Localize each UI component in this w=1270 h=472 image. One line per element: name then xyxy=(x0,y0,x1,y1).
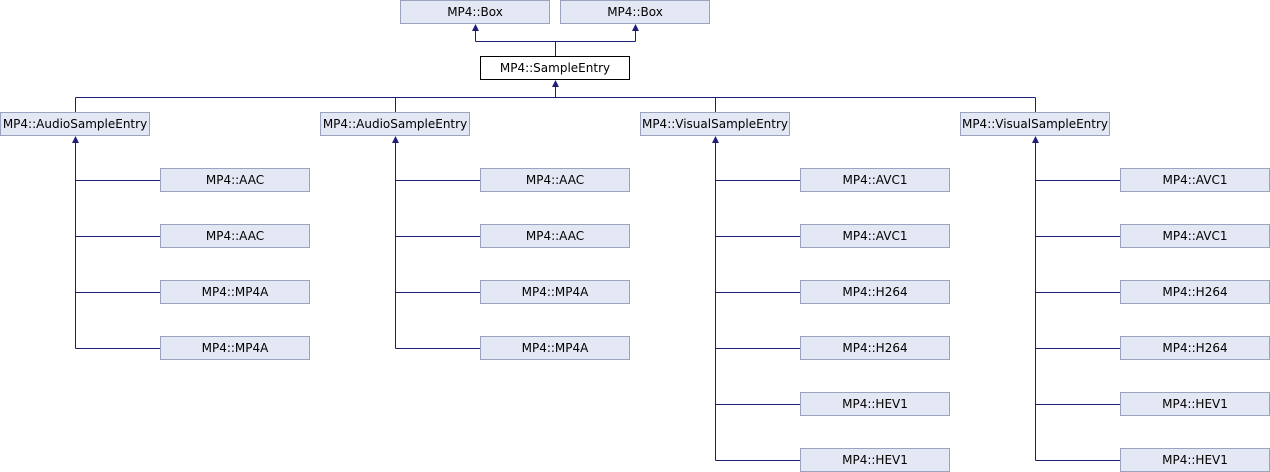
node-avc1[interactable]: MP4::AVC1 xyxy=(1120,168,1270,192)
node-hev1[interactable]: MP4::HEV1 xyxy=(800,392,950,416)
arrow-audio-2 xyxy=(392,136,399,143)
arrow-visual-1 xyxy=(712,136,719,143)
edge-audio-1-children xyxy=(75,142,160,349)
node-h264[interactable]: MP4::H264 xyxy=(800,336,950,360)
node-mp4a[interactable]: MP4::MP4A xyxy=(160,280,310,304)
node-mp4a[interactable]: MP4::MP4A xyxy=(160,336,310,360)
edge-sampleentry-to-boxes xyxy=(475,30,636,56)
node-box-2[interactable]: MP4::Box xyxy=(560,0,710,24)
arrow-box-1 xyxy=(472,24,479,31)
node-mp4a[interactable]: MP4::MP4A xyxy=(480,280,630,304)
node-aac[interactable]: MP4::AAC xyxy=(480,224,630,248)
node-avc1[interactable]: MP4::AVC1 xyxy=(800,168,950,192)
node-visual-sample-entry-2[interactable]: MP4::VisualSampleEntry xyxy=(960,112,1110,136)
node-visual-sample-entry-1[interactable]: MP4::VisualSampleEntry xyxy=(640,112,790,136)
edge-entries-to-sampleentry xyxy=(75,86,1036,112)
node-h264[interactable]: MP4::H264 xyxy=(800,280,950,304)
arrow-box-2 xyxy=(632,24,639,31)
node-aac[interactable]: MP4::AAC xyxy=(160,224,310,248)
node-audio-sample-entry-1[interactable]: MP4::AudioSampleEntry xyxy=(0,112,150,136)
node-audio-sample-entry-2[interactable]: MP4::AudioSampleEntry xyxy=(320,112,470,136)
node-hev1[interactable]: MP4::HEV1 xyxy=(1120,448,1270,472)
arrow-sampleentry xyxy=(552,80,559,87)
node-h264[interactable]: MP4::H264 xyxy=(1120,280,1270,304)
edge-audio-2-children xyxy=(395,142,480,349)
edge-visual-2-children xyxy=(1035,142,1120,461)
edge-visual-1-children xyxy=(715,142,800,461)
node-hev1[interactable]: MP4::HEV1 xyxy=(800,448,950,472)
node-sample-entry[interactable]: MP4::SampleEntry xyxy=(480,56,630,80)
arrow-audio-1 xyxy=(72,136,79,143)
node-aac[interactable]: MP4::AAC xyxy=(160,168,310,192)
node-hev1[interactable]: MP4::HEV1 xyxy=(1120,392,1270,416)
node-avc1[interactable]: MP4::AVC1 xyxy=(800,224,950,248)
node-mp4a[interactable]: MP4::MP4A xyxy=(480,336,630,360)
node-box-1[interactable]: MP4::Box xyxy=(400,0,550,24)
node-aac[interactable]: MP4::AAC xyxy=(480,168,630,192)
node-h264[interactable]: MP4::H264 xyxy=(1120,336,1270,360)
node-avc1[interactable]: MP4::AVC1 xyxy=(1120,224,1270,248)
arrow-visual-2 xyxy=(1032,136,1039,143)
